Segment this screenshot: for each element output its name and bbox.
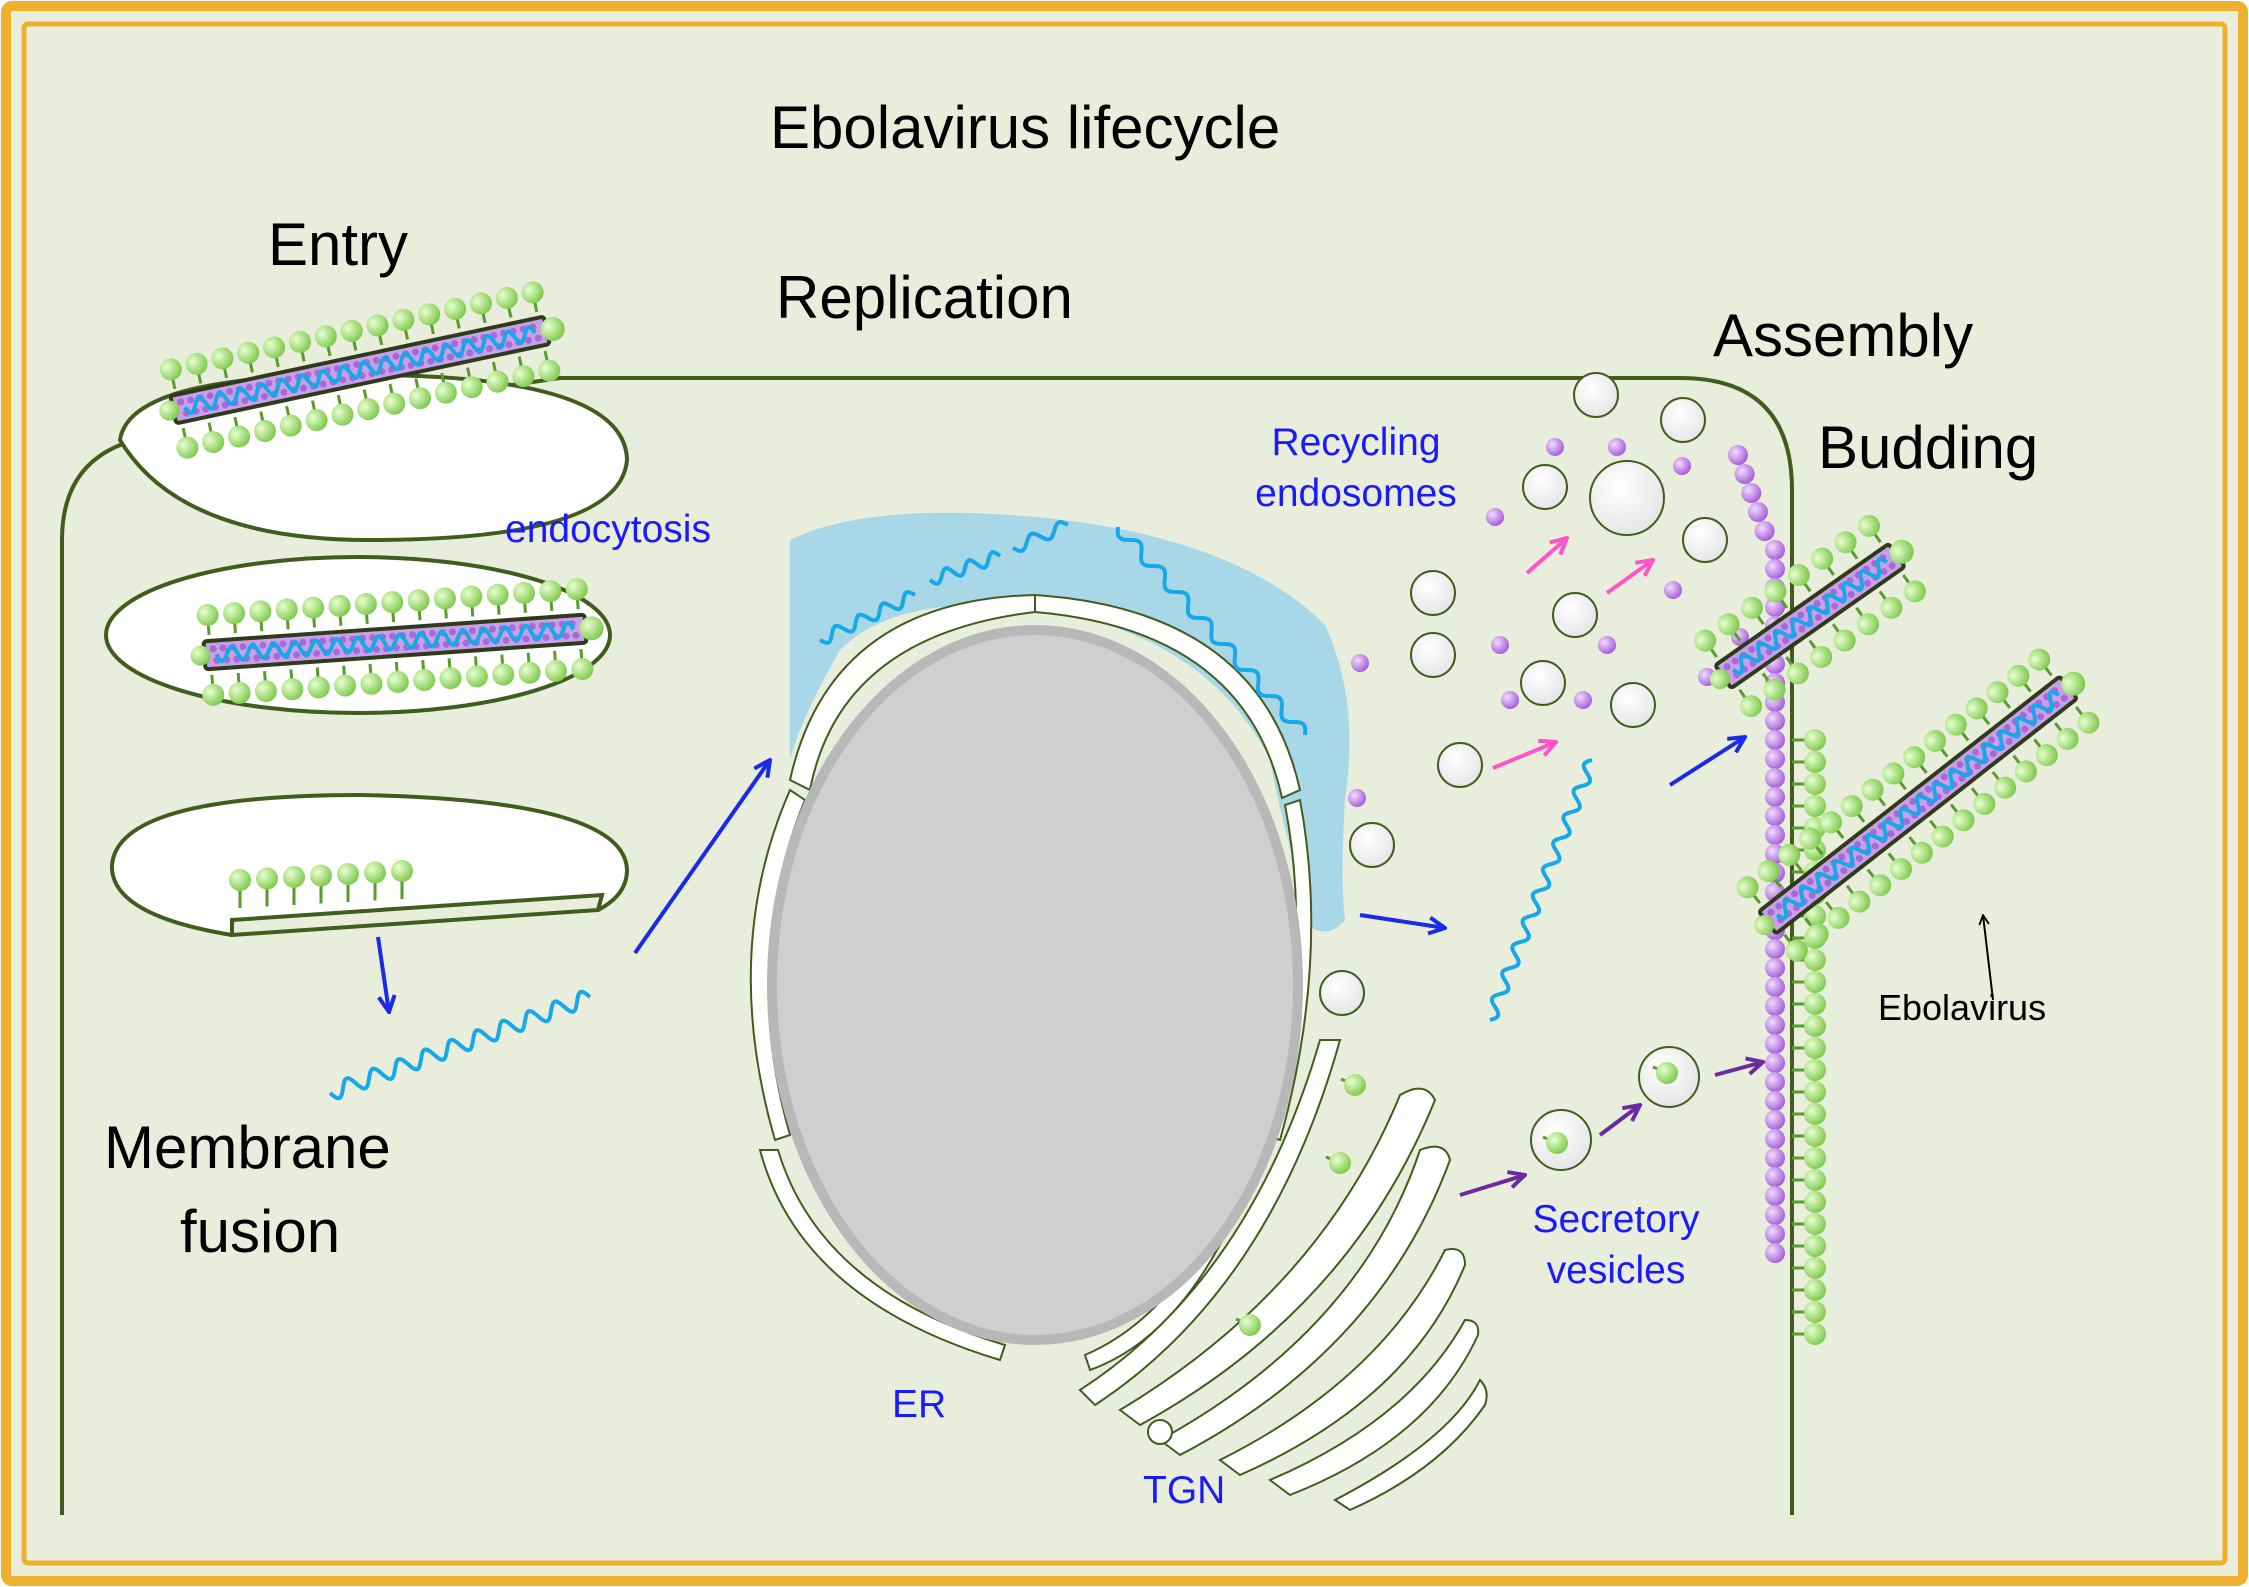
stage-membrane-fusion-2: fusion [180, 1198, 341, 1265]
membrane-glycoprotein-chain [1235, 729, 1826, 1345]
stage-replication: Replication [776, 264, 1073, 331]
label-endocytosis: endocytosis [505, 508, 711, 551]
virion [190, 578, 604, 706]
replication-zone [790, 512, 1350, 932]
label-er: ER [892, 1383, 947, 1426]
virion [1694, 514, 1926, 718]
stage-entry: Entry [268, 211, 409, 278]
stage-assembly: Assembly [1713, 302, 1974, 369]
label-tgn: TGN [1143, 1469, 1226, 1512]
er-cisterna [788, 593, 1036, 792]
stage-budding: Budding [1818, 414, 2039, 481]
inner-frame [21, 21, 2228, 1566]
viral-rna [328, 519, 1593, 1101]
label-recycling-endosomes: Recycling endosomes [1236, 418, 1476, 519]
label-ebolavirus: Ebolavirus [1878, 987, 2047, 1028]
process-arrows [376, 538, 1994, 1197]
virion [1736, 648, 2100, 962]
diagram-title: Ebolavirus lifecycle [770, 94, 1281, 161]
stage-membrane-fusion-1: Membrane [104, 1114, 391, 1181]
label-secretory-2: vesicles [1546, 1248, 1686, 1292]
label-secretory-vesicles: Secretory vesicles [1516, 1195, 1716, 1296]
golgi-stack [1078, 1039, 1342, 1407]
label-recycling-2: endosomes [1255, 471, 1457, 515]
virion [159, 281, 565, 459]
nucleus [767, 625, 1303, 1345]
virions [159, 281, 2100, 962]
recycling-endosome-vesicles [1410, 372, 1728, 788]
membrane-nucleocapsid-chain [1728, 445, 1785, 1263]
label-recycling-1: Recycling [1271, 421, 1441, 464]
nucleoprotein-particles [1348, 438, 1749, 807]
label-secretory-1: Secretory [1532, 1198, 1700, 1241]
